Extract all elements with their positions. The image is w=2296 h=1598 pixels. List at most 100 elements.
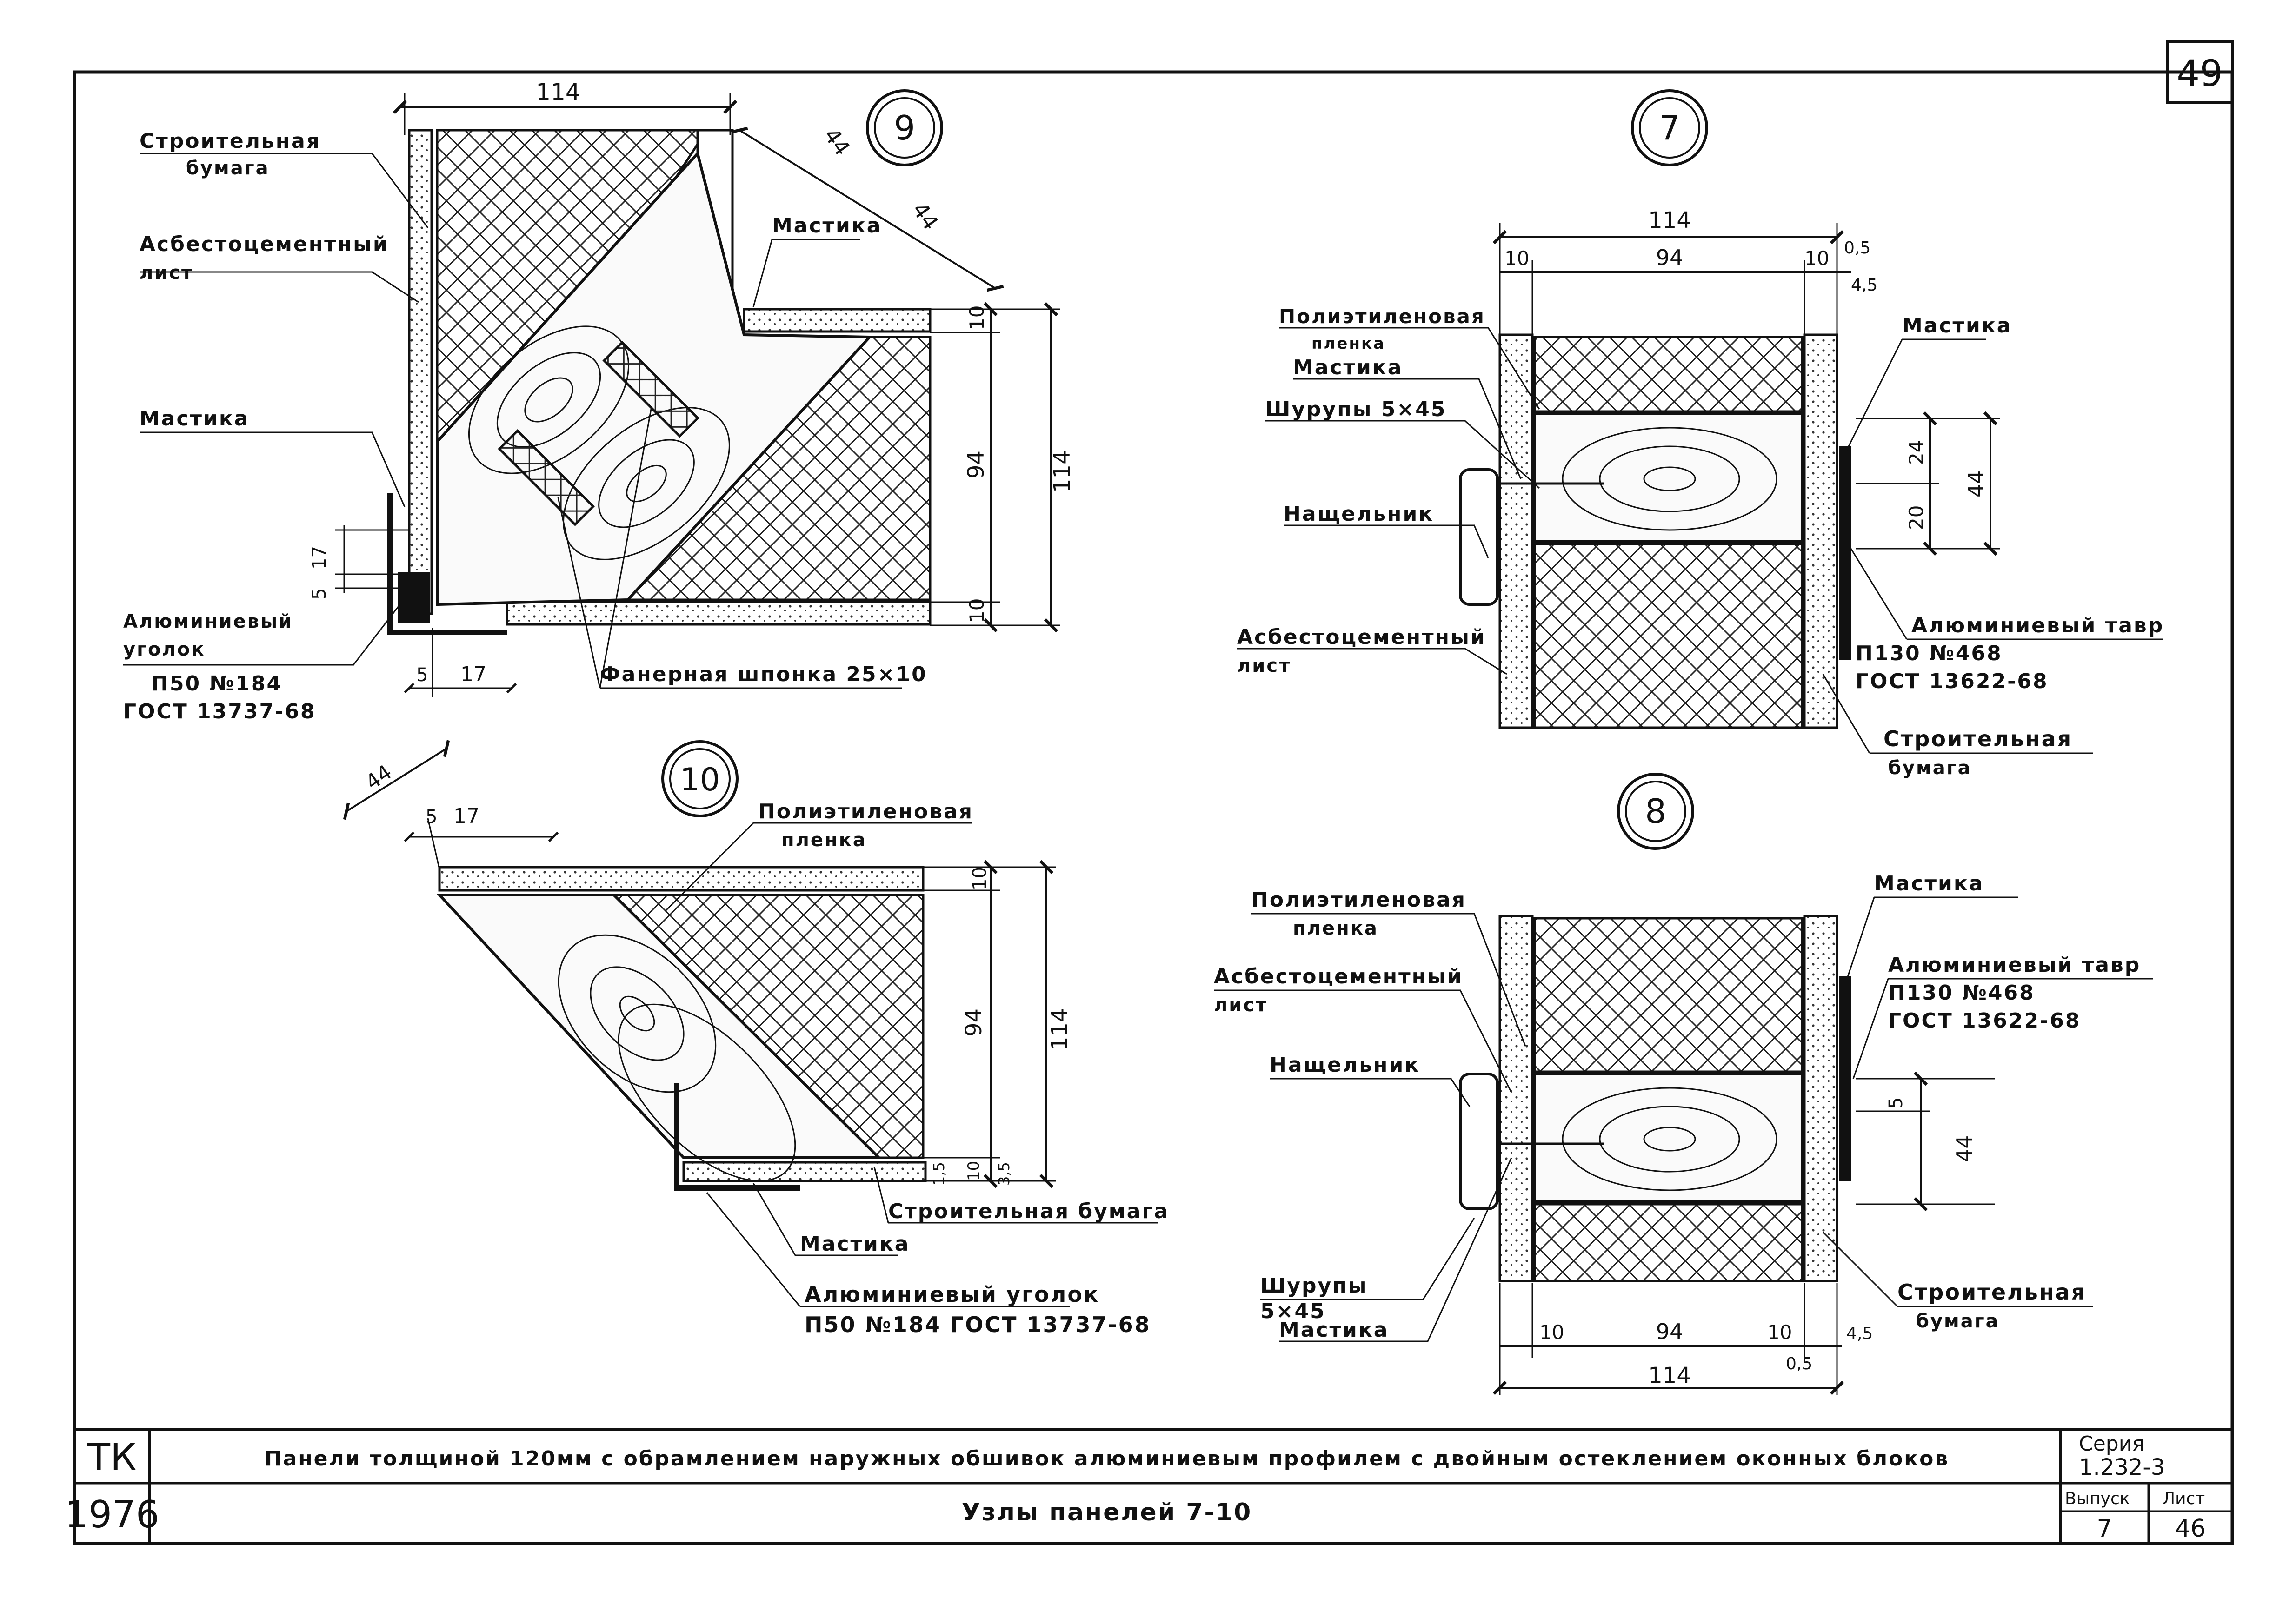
node-10-label-film-1: Полиэтиленовая [758,800,973,823]
node-9-label-sheet-1: Асбестоцементный [140,232,389,256]
node-7-dim-94: 94 [1656,245,1684,270]
node-9-label-angle-4: ГОСТ 13737-68 [123,700,316,723]
node-9-dim-r114: 114 [1049,450,1075,493]
node-7-label-sheet-2: лист [1237,655,1291,676]
node-10-number: 10 [680,762,720,798]
node-7-dim-45: 4,5 [1851,276,1877,295]
node-10-dim-r94: 94 [961,1008,987,1037]
node-9-dim-r10b: 10 [965,598,988,623]
node-9-dim-r10a: 10 [965,305,988,330]
node-7-drawing: 7 114 10 94 10 0,5 4,5 24 20 44 [1237,89,2163,754]
node-10-dim-diag: 44 [361,760,396,795]
node-8-dim-bottom: 114 [1648,1363,1691,1389]
sheet-label: Лист [2163,1489,2205,1508]
node-7-label-batten: Нащельник [1284,502,1434,526]
series-label: Серия [2079,1432,2144,1456]
sheet-value: 46 [2175,1515,2206,1543]
node-9-label-sheet-2: лист [140,262,193,284]
node-9-label-mastic-right: Мастика [772,214,882,238]
node-10-drawing: 10 44 5 17 10 94 114 1,5 10 3,5 [343,740,1158,1307]
node-10-dim-r10b: 10 [965,1161,983,1181]
node-7-dim-05: 0,5 [1844,239,1870,258]
node-10-dim-r1-5: 1,5 [930,1162,948,1186]
node-8-drawing: 8 10 94 10 0,5 4,5 114 5 44 [1214,773,2153,1395]
node-8-label-batten: Нащельник [1270,1053,1420,1077]
issue-value: 7 [2096,1515,2112,1543]
node-7-label-mastic-left: Мастика [1293,356,1403,379]
node-8-label-screws-2: 5×45 [1260,1300,1326,1323]
sheet-title: Панели толщиной 120мм с обрамлением нару… [265,1447,1949,1471]
node-7-dim-10b: 10 [1804,247,1829,270]
node-8-label-sheet-1: Асбестоцементный [1214,965,1463,988]
node-7-label-mastic-right: Мастика [1902,314,2012,338]
node-9-number: 9 [894,108,915,147]
node-8-dim-r5: 5 [1885,1097,1907,1109]
node-7-dim-r24: 24 [1905,440,1928,465]
node-10-dim-t17: 17 [453,804,479,828]
node-9-dim-b17: 17 [460,663,486,686]
node-8-label-paper-1: Строительная [1897,1280,2086,1305]
node-8-dim-05: 0,5 [1786,1354,1812,1373]
node-8-dim-10a: 10 [1539,1321,1564,1344]
node-7-dim-r44: 44 [1963,470,1989,497]
node-8-label-screws-1: Шурупы [1260,1274,1368,1298]
node-9-dim-l17: 17 [309,546,330,570]
node-7-dim-r20: 20 [1905,505,1928,530]
node-10-dim-r114: 114 [1047,1008,1073,1051]
node-9-dim-b5: 5 [416,664,428,686]
node-7-label-tee-1: Алюминиевый тавр [1911,614,2164,637]
node-9-label-angle-1: Алюминиевый [123,611,293,632]
node-7-label-paper-1: Строительная [1883,726,2072,751]
node-7-dim-top: 114 [1648,207,1691,233]
node-8-label-film-1: Полиэтиленовая [1251,888,1466,912]
node-8-label-sheet-2: лист [1214,995,1268,1016]
node-8-label-paper-2: бумага [1916,1311,2000,1332]
node-10-label-mastic: Мастика [800,1232,910,1256]
node-8-label-tee-3: ГОСТ 13622-68 [1888,1009,2081,1033]
issue-label: Выпуск [2065,1489,2130,1508]
node-9-dim-diag2: 44 [907,198,944,234]
node-7-label-paper-2: бумага [1888,757,1972,779]
node-9-dim-r94: 94 [963,451,989,479]
node-7-dim-10a: 10 [1504,247,1529,270]
node-10-label-film-2: пленка [781,829,867,851]
node-10-dim-t5: 5 [426,806,437,828]
node-9-label-paper-2: бумага [186,158,270,179]
node-9-dim-l5: 5 [309,588,330,600]
node-10-label-angle-1: Алюминиевый уголок [805,1282,1099,1307]
node-8-dim-r44: 44 [1952,1135,1977,1162]
node-8-label-mastic-bottom: Мастика [1279,1318,1389,1342]
page-number: 49 [2176,53,2223,95]
node-9-label-key: Фанерная шпонка 25×10 [600,663,927,686]
node-8-label-tee-1: Алюминиевый тавр [1888,953,2141,977]
series-value: 1.232-3 [2079,1454,2165,1480]
node-7-label-film-1: Полиэтиленовая [1279,305,1485,328]
node-10-label-paper: Строительная бумага [888,1200,1169,1223]
node-10-label-angle-2: П50 №184 ГОСТ 13737-68 [805,1312,1151,1337]
node-8-label-mastic-top: Мастика [1874,872,1984,895]
node-9-label-angle-2: уголок [123,639,205,660]
node-9-label-paper-1: Строительная [140,129,321,153]
sheet-frame [73,40,2234,1545]
node-7-label-screws: Шурупы 5×45 [1265,398,1446,421]
node-7-number: 7 [1659,108,1680,147]
node-8-number: 8 [1645,792,1666,831]
node-10-dim-r3-5: 3,5 [995,1162,1013,1186]
node-9-dim-diag1: 44 [819,123,855,160]
node-9-dim-top: 114 [536,79,580,106]
node-9-label-mastic-left: Мастика [140,407,249,431]
node-7-label-tee-3: ГОСТ 13622-68 [1856,670,2049,693]
node-9-label-angle-3: П50 №184 [151,672,282,696]
node-8-label-film-2: пленка [1293,918,1378,939]
node-8-dim-94: 94 [1656,1319,1684,1344]
node-7-label-film-2: пленка [1311,334,1385,353]
node-7-label-tee-2: П130 №468 [1856,642,2003,665]
sheet-year: 1976 [65,1493,160,1536]
node-8-dim-10b: 10 [1767,1321,1792,1344]
sheet-code: ТК [87,1436,137,1479]
node-7-label-sheet-1: Асбестоцементный [1237,625,1486,649]
node-10-dim-r10a: 10 [969,867,991,890]
node-8-dim-45: 4,5 [1846,1324,1873,1343]
node-9-drawing: 9 114 44 44 [123,79,1075,697]
